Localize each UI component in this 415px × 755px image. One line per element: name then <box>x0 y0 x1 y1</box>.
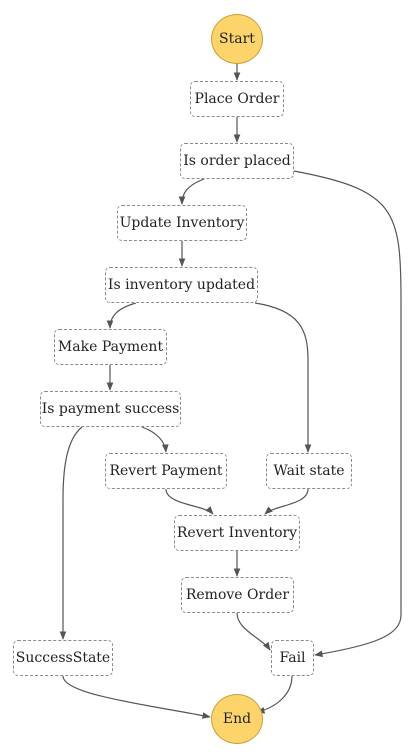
edge-is-payment-success-to-revert-payment <box>141 426 169 453</box>
remove-order-state[interactable]: Remove Order <box>181 577 294 613</box>
remove-order-label: Remove Order <box>185 587 290 603</box>
start-label: Start <box>219 31 255 47</box>
is-order-placed-label: Is order placed <box>183 153 291 169</box>
end-label: End <box>222 711 252 727</box>
is-inventory-updated-label: Is inventory updated <box>107 277 256 293</box>
edge-is-inventory-updated-to-make-payment <box>106 302 137 329</box>
edge-success-state-to-end <box>62 675 211 719</box>
edge-remove-order-to-fail <box>236 612 271 651</box>
update-inventory-state[interactable]: Update Inventory <box>117 205 247 241</box>
update-inventory-label: Update Inventory <box>119 215 245 231</box>
edge-is-order-placed-to-fail <box>293 170 402 658</box>
fail-state[interactable]: Fail <box>271 640 314 676</box>
edge-fail-to-end <box>256 675 293 714</box>
edge-revert-payment-to-revert-inventory <box>165 488 214 515</box>
wait-state[interactable]: Wait state <box>266 453 352 489</box>
make-payment-label: Make Payment <box>57 339 164 355</box>
is-payment-success-label: Is payment success <box>41 401 180 417</box>
edge-is-order-placed-to-update-inventory <box>178 178 205 205</box>
is-inventory-updated-choice[interactable]: Is inventory updated <box>105 267 258 303</box>
revert-inventory-label: Revert Inventory <box>176 525 298 541</box>
success-state-label: SuccessState <box>15 650 111 666</box>
start-state[interactable]: Start <box>211 14 263 64</box>
edge-is-inventory-updated-to-wait-state <box>254 302 312 453</box>
is-order-placed-choice[interactable]: Is order placed <box>180 143 294 179</box>
is-payment-success-choice[interactable]: Is payment success <box>40 391 181 427</box>
revert-payment-state[interactable]: Revert Payment <box>105 453 227 489</box>
place-order-state[interactable]: Place Order <box>190 81 284 117</box>
end-state[interactable]: End <box>211 694 263 744</box>
edge-wait-state-to-revert-inventory <box>264 488 309 515</box>
revert-inventory-state[interactable]: Revert Inventory <box>174 515 300 551</box>
make-payment-state[interactable]: Make Payment <box>54 329 167 365</box>
wait-state-label: Wait state <box>273 463 345 479</box>
place-order-label: Place Order <box>194 91 280 107</box>
revert-payment-label: Revert Payment <box>109 463 223 479</box>
success-state[interactable]: SuccessState <box>13 640 113 676</box>
edge-is-payment-success-to-success-state <box>59 426 83 640</box>
fail-label: Fail <box>279 650 306 666</box>
